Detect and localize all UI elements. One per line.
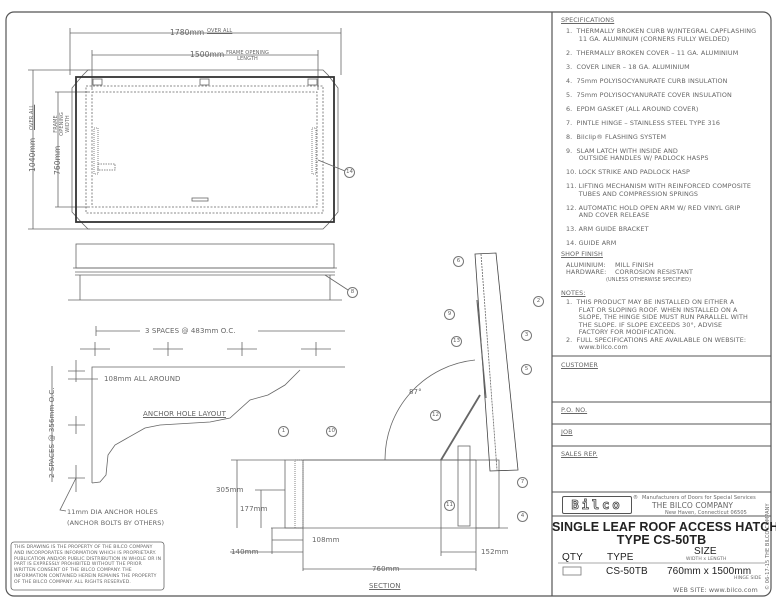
dim-opening-length: 1500mm bbox=[190, 50, 225, 59]
specification-item: 11. LIFTING MECHANISM WITH REINFORCED CO… bbox=[566, 182, 752, 198]
specification-item: 2. THERMALLY BROKEN COVER – 11 GA. ALUMI… bbox=[566, 48, 739, 57]
anchor-holes-note: 11mm DIA ANCHOR HOLES bbox=[67, 508, 158, 516]
hardware-value: CORROSION RESISTANT bbox=[615, 268, 694, 276]
callout-13: 13 bbox=[451, 336, 462, 347]
specification-item: 6. EPDM GASKET (ALL AROUND COVER) bbox=[566, 104, 699, 113]
callout-1: 1 bbox=[278, 426, 289, 437]
specification-item: 14. GUIDE ARM bbox=[566, 239, 617, 247]
shop-finish-heading: SHOP FINISH bbox=[561, 250, 603, 258]
customer-field[interactable]: CUSTOMER bbox=[561, 361, 598, 369]
sales-rep-field[interactable]: SALES REP. bbox=[561, 450, 598, 458]
specification-item: 9. SLAM LATCH WITH INSIDE AND OUTSIDE HA… bbox=[566, 146, 709, 162]
dim-curb: 108mm bbox=[312, 536, 340, 544]
callout-8: 8 bbox=[347, 287, 358, 298]
hardware-label: HARDWARE: bbox=[566, 268, 607, 276]
dim-hinge: 152mm bbox=[481, 548, 509, 556]
callout-7: 7 bbox=[517, 477, 528, 488]
specification-item: 4. 75mm POLYISOCYANURATE CURB INSULATION bbox=[566, 76, 728, 85]
specification-item: 13. ARM GUIDE BRACKET bbox=[566, 225, 649, 233]
specifications-heading: SPECIFICATIONS bbox=[561, 16, 615, 24]
qty-header: QTY bbox=[562, 552, 583, 563]
note-item: 1. THIS PRODUCT MAY BE INSTALLED ON EITH… bbox=[566, 298, 748, 336]
anchor-bolts-note: (ANCHOR BOLTS BY OTHERS) bbox=[67, 519, 165, 527]
anchor-offset: 108mm ALL AROUND bbox=[104, 375, 181, 383]
plan-view bbox=[28, 28, 346, 230]
dim-overall-width: 1040mm bbox=[28, 137, 37, 172]
bilco-logo: Bilco bbox=[562, 496, 632, 514]
product-title: SINGLE LEAF ROOF ACCESS HATCH bbox=[552, 520, 776, 534]
callout-10: 10 bbox=[326, 426, 337, 437]
size-value: 760mm x 1500mm bbox=[667, 566, 752, 577]
callout-9: 9 bbox=[444, 309, 455, 320]
specification-item: 10. LOCK STRIKE AND PADLOCK HASP bbox=[566, 168, 690, 176]
dim-opening-length-note: FRAME OPENING LENGTH bbox=[226, 50, 269, 62]
job-field[interactable]: JOB bbox=[561, 428, 573, 436]
callout-11: 11 bbox=[444, 500, 455, 511]
specification-item: 1. THERMALLY BROKEN CURB W/INTEGRAL CAPF… bbox=[566, 27, 757, 43]
dim-overall-width-note: OVER ALL bbox=[29, 104, 35, 130]
product-type-line: TYPE CS-50TB bbox=[616, 533, 707, 547]
anchor-layout-title: ANCHOR HOLE LAYOUT bbox=[143, 410, 227, 418]
specification-item: 12. AUTOMATIC HOLD OPEN ARM W/ RED VINYL… bbox=[566, 203, 741, 219]
size-header: SIZE bbox=[694, 546, 717, 557]
aluminium-label: ALUMINIUM: bbox=[566, 261, 606, 269]
type-value: CS-50TB bbox=[606, 566, 648, 577]
callout-2: 2 bbox=[533, 296, 544, 307]
callout-3: 3 bbox=[521, 330, 532, 341]
notes-heading: NOTES: bbox=[561, 289, 586, 297]
po-field[interactable]: P.O. NO. bbox=[561, 406, 588, 414]
finish-note: (UNLESS OTHERWISE SPECIFIED) bbox=[606, 277, 692, 283]
section-title: SECTION bbox=[369, 582, 401, 590]
dim-opening: 760mm bbox=[372, 565, 400, 573]
specification-item: 5. 75mm POLYISOCYANURATE COVER INSULATIO… bbox=[566, 90, 732, 99]
section-view bbox=[230, 252, 519, 571]
dim-opening-width-note: FRAME OPENING WIDTH bbox=[53, 112, 71, 136]
anchor-spacing-long: 3 SPACES @ 483mm O.C. bbox=[145, 327, 236, 335]
callout-12: 12 bbox=[430, 410, 441, 421]
company-tagline: Manufacturers of Doors for Special Servi… bbox=[642, 495, 756, 501]
company-name: THE BILCO COMPANY bbox=[652, 501, 734, 510]
dim-height: 305mm bbox=[216, 486, 244, 494]
copyright: © 06-17-15 THE BILCO COMPANY bbox=[765, 503, 771, 590]
website[interactable]: WEB SITE: www.bilco.com bbox=[673, 586, 758, 594]
hinge-side-note: HINGE SIDE bbox=[734, 576, 762, 581]
dim-flange: 140mm bbox=[231, 548, 259, 556]
aluminium-value: MILL FINISH bbox=[615, 261, 654, 269]
dim-overall-length: 1780mm bbox=[170, 28, 205, 37]
disclaimer-text: THIS DRAWING IS THE PROPERTY OF THE BILC… bbox=[14, 545, 162, 585]
specification-item: 7. PINTLE HINGE – STAINLESS STEEL TYPE 3… bbox=[566, 118, 721, 127]
specification-item: 3. COVER LINER – 18 GA. ALUMINIUM bbox=[566, 62, 690, 71]
anchor-hole-layout bbox=[51, 326, 345, 512]
callout-4: 4 bbox=[517, 511, 528, 522]
dim-insulation: 177mm bbox=[240, 505, 268, 513]
type-header: TYPE bbox=[607, 552, 634, 563]
opening-angle: 87° bbox=[409, 388, 422, 396]
elevation-view bbox=[68, 243, 349, 301]
specification-item: 8. Bilclip® FLASHING SYSTEM bbox=[566, 132, 667, 141]
callout-6: 6 bbox=[453, 256, 464, 267]
dim-overall-length-note: OVER ALL bbox=[207, 28, 233, 34]
size-subheader: WIDTH x LENGTH bbox=[686, 557, 727, 562]
dim-opening-width: 760mm bbox=[53, 145, 62, 175]
callout-14: 14 bbox=[344, 167, 355, 178]
company-location: New Haven, Connecticut 06505 bbox=[665, 510, 747, 516]
note-item: 2. FULL SPECIFICATIONS ARE AVAILABLE ON … bbox=[566, 335, 747, 351]
anchor-spacing-short: 2 SPACES @ 356mm O.C. bbox=[48, 387, 56, 478]
callout-5: 5 bbox=[521, 364, 532, 375]
